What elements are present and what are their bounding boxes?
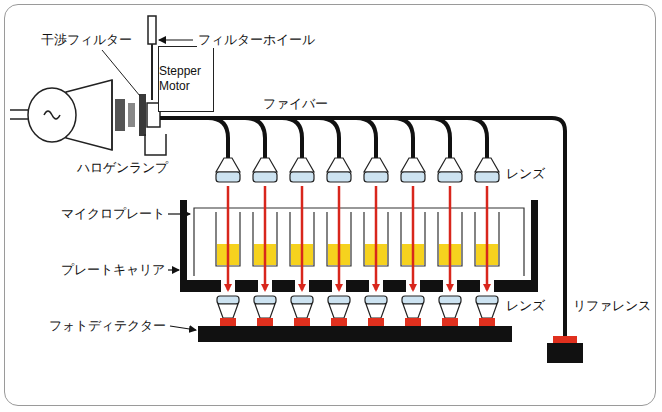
detector-board [198, 326, 512, 342]
part-label: ハロゲンランプ [76, 160, 169, 176]
part-label: ファイバー [262, 96, 329, 112]
plate-carrier [180, 200, 538, 292]
part-label: フォトディテクター [48, 318, 167, 334]
part-label: レンズ [505, 298, 546, 314]
part-label: フィルターホイール [197, 32, 316, 48]
light-arrow [228, 186, 487, 290]
filter-wheel [148, 16, 156, 44]
microplate [194, 208, 524, 276]
lamp-lens [115, 99, 125, 131]
fiber-branch [208, 118, 487, 158]
part-label: リファレンス [572, 298, 652, 314]
upper-lens [216, 158, 499, 182]
reference-detector [547, 343, 583, 363]
lamp-lens [128, 103, 135, 127]
node-text: Stepper Motor [159, 64, 213, 94]
reference-detector [553, 336, 577, 343]
motor-box: Stepper Motor [158, 46, 214, 112]
interference-filter [139, 94, 146, 136]
part-label: プレートキャリア [60, 262, 166, 278]
fiber [160, 118, 565, 336]
part-label: 干渉フィルター [40, 32, 133, 48]
leader-line [102, 50, 140, 96]
bracket [145, 134, 166, 155]
leader-arrow [159, 39, 193, 40]
halogen-lamp [10, 80, 112, 150]
part-label: レンズ [505, 166, 546, 182]
lower-lens [217, 296, 498, 318]
filter-wheel [151, 44, 153, 100]
leader-arrow [170, 326, 196, 330]
part-label: マイクロプレート [60, 206, 166, 222]
photodetector [220, 318, 495, 326]
leader-arrow [168, 269, 179, 270]
